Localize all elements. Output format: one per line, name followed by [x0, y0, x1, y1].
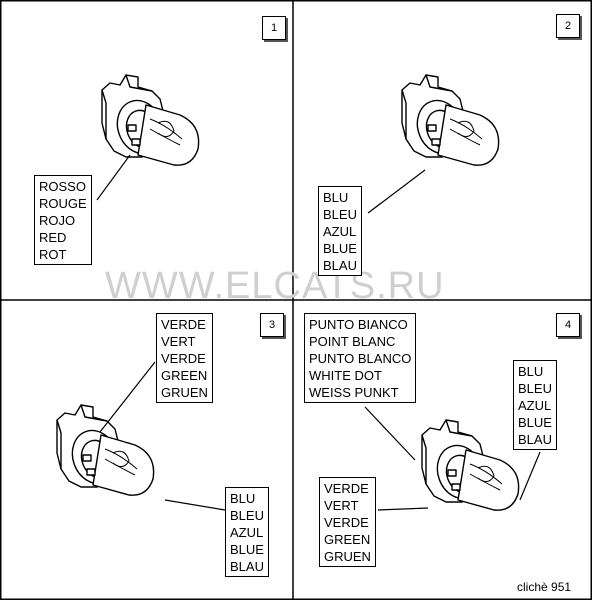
label-line: ROSSO [39, 179, 86, 194]
label-line: ROUGE [39, 196, 87, 211]
label-line: BLEU [230, 508, 264, 523]
panel-number-1: 1 [262, 16, 286, 40]
label-line: BLUE [323, 241, 357, 256]
label-line: BLUE [230, 542, 264, 557]
label-line: VERDE [161, 317, 206, 332]
label-line: AZUL [230, 525, 264, 540]
label-line: WEISS PUNKT [309, 385, 399, 400]
label-line: VERDE [324, 481, 369, 496]
label-line: BLU [323, 190, 349, 205]
label-line: POINT BLANC [309, 334, 396, 349]
label-line: BLU [230, 491, 256, 506]
bulb-socket-4 [421, 419, 520, 511]
color-label-blue: BLU BLEU AZUL BLUE BLAU [318, 186, 362, 276]
bulb-socket-2 [401, 74, 500, 166]
bulb-socket-1 [101, 74, 200, 166]
panel-number-2: 2 [556, 14, 580, 38]
label-line: BLU [518, 364, 544, 379]
label-line: GRUEN [161, 385, 208, 400]
label-line: GREEN [324, 532, 371, 547]
label-line: VERDE [161, 351, 206, 366]
label-line: ROT [39, 247, 67, 262]
label-line: AZUL [323, 224, 357, 239]
label-line: BLAU [518, 432, 552, 447]
label-line: ROJO [39, 213, 76, 228]
label-line: GRUEN [324, 549, 371, 564]
label-line: GREEN [161, 368, 208, 383]
label-line: BLUE [518, 415, 552, 430]
color-label-green: VERDE VERT VERDE GREEN GRUEN [319, 477, 376, 567]
color-label-blue: BLU BLEU AZUL BLUE BLAU [513, 360, 557, 450]
label-line: BLEU [323, 207, 357, 222]
label-line: BLEU [518, 381, 552, 396]
bulb-socket-3 [56, 404, 155, 496]
label-line: PUNTO BLANCO [309, 351, 412, 366]
label-line: AZUL [518, 398, 552, 413]
label-line: VERT [161, 334, 196, 349]
label-line: VERDE [324, 515, 369, 530]
panel-number-3: 3 [260, 313, 284, 337]
label-line: RED [39, 230, 67, 245]
label-line: VERT [324, 498, 359, 513]
color-label-red: ROSSO ROUGE ROJO RED ROT [34, 175, 92, 265]
cliche-reference: clichè 951 [517, 580, 572, 594]
color-label-white-dot: PUNTO BIANCO POINT BLANC PUNTO BLANCO WH… [304, 313, 417, 403]
panel-number-4: 4 [556, 313, 580, 337]
label-line: PUNTO BIANCO [309, 317, 408, 332]
watermark: WWW.ELCATS.RU [105, 265, 445, 307]
color-label-blue: BLU BLEU AZUL BLUE BLAU [225, 487, 269, 577]
label-line: WHITE DOT [309, 368, 382, 383]
label-line: BLAU [323, 258, 357, 273]
label-line: BLAU [230, 559, 264, 574]
color-label-green: VERDE VERT VERDE GREEN GRUEN [156, 313, 213, 403]
